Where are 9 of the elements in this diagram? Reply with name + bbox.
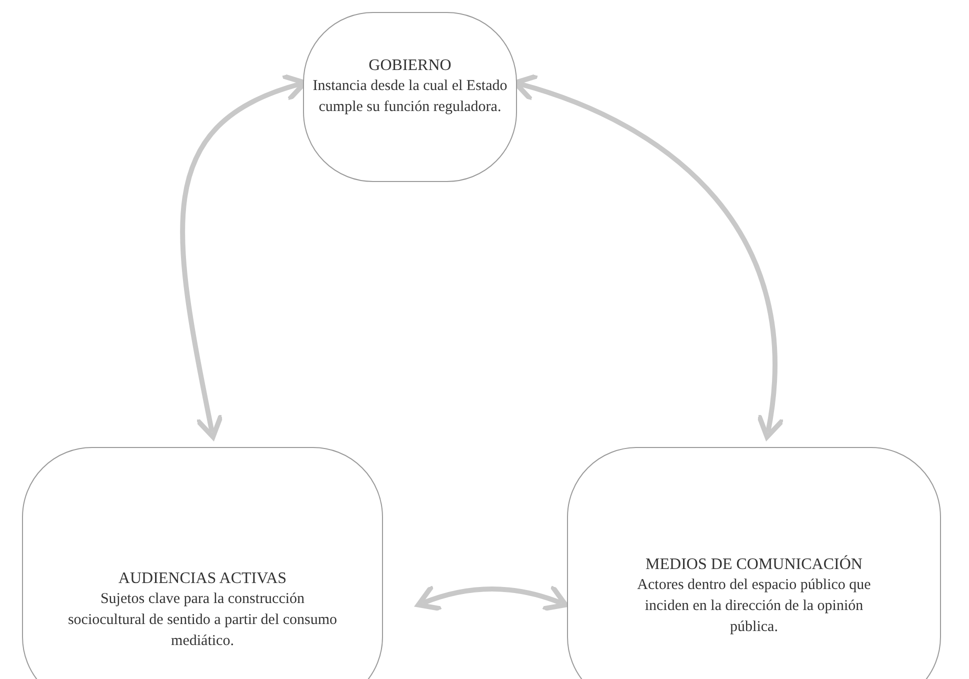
box-heading: MEDIOS DE COMUNICACIÓN [644, 554, 864, 575]
box-description: Instancia desde la cual el Estado cumple su función reguladora. [312, 77, 508, 117]
rounded-box [22, 447, 383, 679]
box-heading: GOBIERNO [368, 56, 452, 76]
box-heading: AUDIENCIAS ACTIVAS [117, 569, 288, 589]
curved-arrow [416, 584, 568, 612]
rounded-box [567, 447, 941, 679]
box-description: Actores dentro del espacio público que inciden en la dirección de la opinión pública. [636, 576, 872, 637]
box-description: Sujetos clave para la construcción sociocultural de sentido a partir del consumo mediático. [66, 590, 338, 651]
